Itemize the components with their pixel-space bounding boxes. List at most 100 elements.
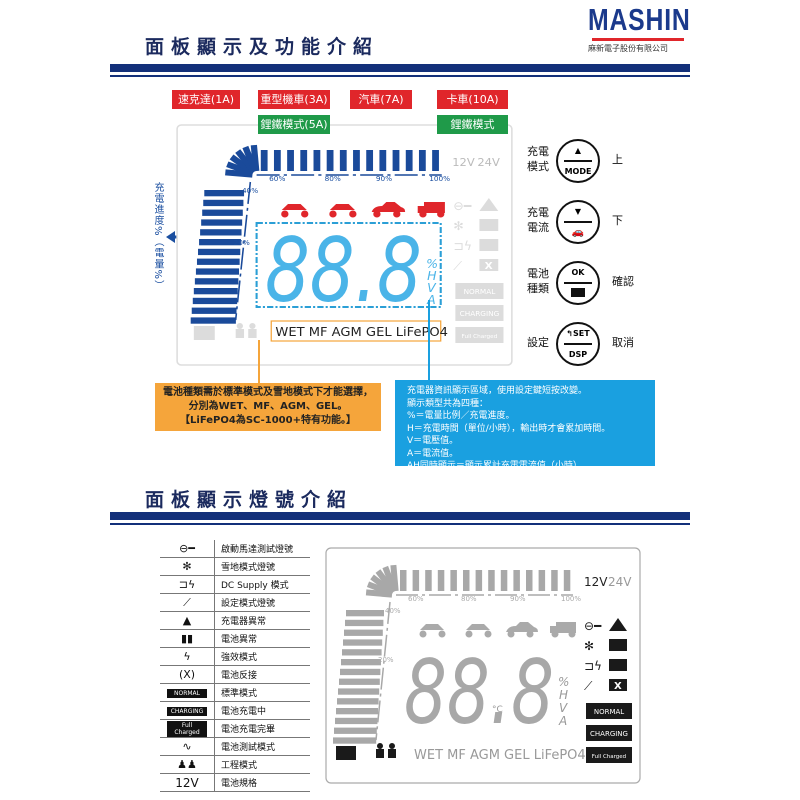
progress-segment <box>273 150 281 171</box>
progress-segment <box>526 570 533 591</box>
unit-v: V <box>427 281 437 295</box>
voltage-24v: 24V <box>608 575 632 589</box>
car-icon <box>506 622 538 638</box>
progress-segment <box>463 570 470 591</box>
button-caption-line: 電池 <box>527 267 549 280</box>
digit-readout: 88.8 <box>404 641 554 744</box>
progress-segment <box>500 570 508 591</box>
battery-error-icon <box>609 639 627 651</box>
progress-segment <box>353 150 360 171</box>
logo-brand: MASHIN <box>588 2 691 37</box>
progress-segment <box>195 268 240 275</box>
progress-segment <box>343 639 383 646</box>
note-line: H＝充電時間（單位/小時），輸出時才會累加時間。 <box>407 423 611 434</box>
legend-label: 電池測試模式 <box>214 737 310 756</box>
progress-segment <box>198 248 241 256</box>
progress-segment <box>337 698 379 705</box>
button-left-label: 充電電流 <box>527 205 555 235</box>
progress-segment <box>250 144 260 172</box>
pct-40: 40% <box>242 186 258 195</box>
panel-button-2[interactable]: OK <box>556 261 600 305</box>
legend-label: 啟動馬達測試燈號 <box>214 540 310 558</box>
legend-text-icon: Full Charged <box>167 720 207 737</box>
panel-button-1[interactable]: ▼🚗 <box>556 200 600 244</box>
progress-segment <box>196 258 240 265</box>
status-indicator <box>586 725 632 741</box>
progress-segment <box>190 317 236 324</box>
progress-segment <box>201 219 243 226</box>
legend-label: 雪地模式燈號 <box>214 557 310 576</box>
tag-truck: 卡車(10A) <box>437 90 508 109</box>
section-title-functions: 面板顯示及功能介紹 <box>145 36 380 58</box>
button-bottom: MODE <box>564 167 592 176</box>
progress-segment <box>346 610 384 617</box>
legend-row: ▮▮ 電池異常 <box>160 629 310 648</box>
button-caption-line: 模式 <box>527 160 549 173</box>
button-right-label: 取消 <box>612 336 634 349</box>
battery-types: WET MF AGM GEL LiFePO4 <box>414 748 586 763</box>
tag-lifepo4-5a: 鋰鐵模式(5A) <box>258 115 330 134</box>
legend-row: ∿電池測試模式 <box>160 737 310 756</box>
note-line: V＝電壓值。 <box>407 436 459 446</box>
pct-90: 90% <box>510 595 526 603</box>
progress-segment <box>450 570 457 591</box>
progress-segment <box>204 190 245 197</box>
progress-segment <box>392 150 400 171</box>
pct-100: 100% <box>561 595 581 603</box>
battery-error-icon: ▮▮ <box>180 632 194 645</box>
status-label: CHARGING <box>460 309 500 318</box>
note-line: 分別為WET、MF、AGM、GEL。 <box>188 401 348 412</box>
button-top: ▼ <box>574 207 582 216</box>
unit-a: A <box>426 293 436 307</box>
dc-supply-icon: ⊐ϟ <box>178 578 196 591</box>
progress-segment <box>425 570 432 591</box>
progress-segment <box>551 570 558 591</box>
button-right-label: 下 <box>612 214 623 227</box>
key-icon: ⊖━ <box>584 619 602 633</box>
legend-label: 強效模式 <box>214 647 310 666</box>
engineer-icon: ♟♟ <box>177 758 197 771</box>
snowflake-icon: ✻ <box>182 560 192 573</box>
voltage-12v: 12V <box>452 156 475 169</box>
legend-label: 電池充電中 <box>214 701 310 720</box>
progress-segment <box>300 150 308 171</box>
engineer-icon <box>235 323 245 338</box>
progress-segment <box>342 649 382 656</box>
progress-segment <box>333 737 377 744</box>
dc-supply-icon: ⊐ϟ <box>584 659 602 673</box>
progress-segment <box>334 727 377 734</box>
progress-segment <box>338 688 380 695</box>
header-bar-2 <box>110 512 690 520</box>
progress-segment <box>538 570 546 591</box>
progress-segment <box>335 717 378 725</box>
button-top: ▲ <box>574 146 582 155</box>
battery-reverse-icon <box>609 679 627 691</box>
battery-boost-icon: ϟ <box>183 650 191 663</box>
legend-label: 電池異常 <box>214 629 310 648</box>
dc-supply-icon: ⊐ϟ <box>453 239 472 253</box>
legend-label: 電池反接 <box>214 665 310 684</box>
button-caption-line: 種類 <box>527 282 549 295</box>
status-label: NORMAL <box>464 287 496 296</box>
button-caption-line: 設定 <box>527 336 549 349</box>
button-left-label: 電池種類 <box>527 266 555 296</box>
pct-90: 90% <box>376 174 392 183</box>
progress-segment <box>437 570 445 591</box>
digit-readout: 88.8 <box>265 220 422 323</box>
battery-test-icon <box>336 746 356 760</box>
unit-h: H <box>427 269 436 283</box>
progress-segment <box>313 150 321 171</box>
unit-percent: % <box>426 257 438 271</box>
note-line: A＝電流值。 <box>407 448 459 459</box>
progress-segment <box>366 150 374 171</box>
note-line: AH同時顯示＝顯示累計充電電流值（小時） <box>407 461 582 471</box>
progress-segment <box>200 229 242 236</box>
legend-label: 充電器異常 <box>214 611 310 630</box>
panel-button-0[interactable]: ▲ MODE <box>556 139 600 183</box>
note-line: 顯示類型共為四種： <box>407 398 489 409</box>
motorcycle-icon <box>329 204 357 218</box>
